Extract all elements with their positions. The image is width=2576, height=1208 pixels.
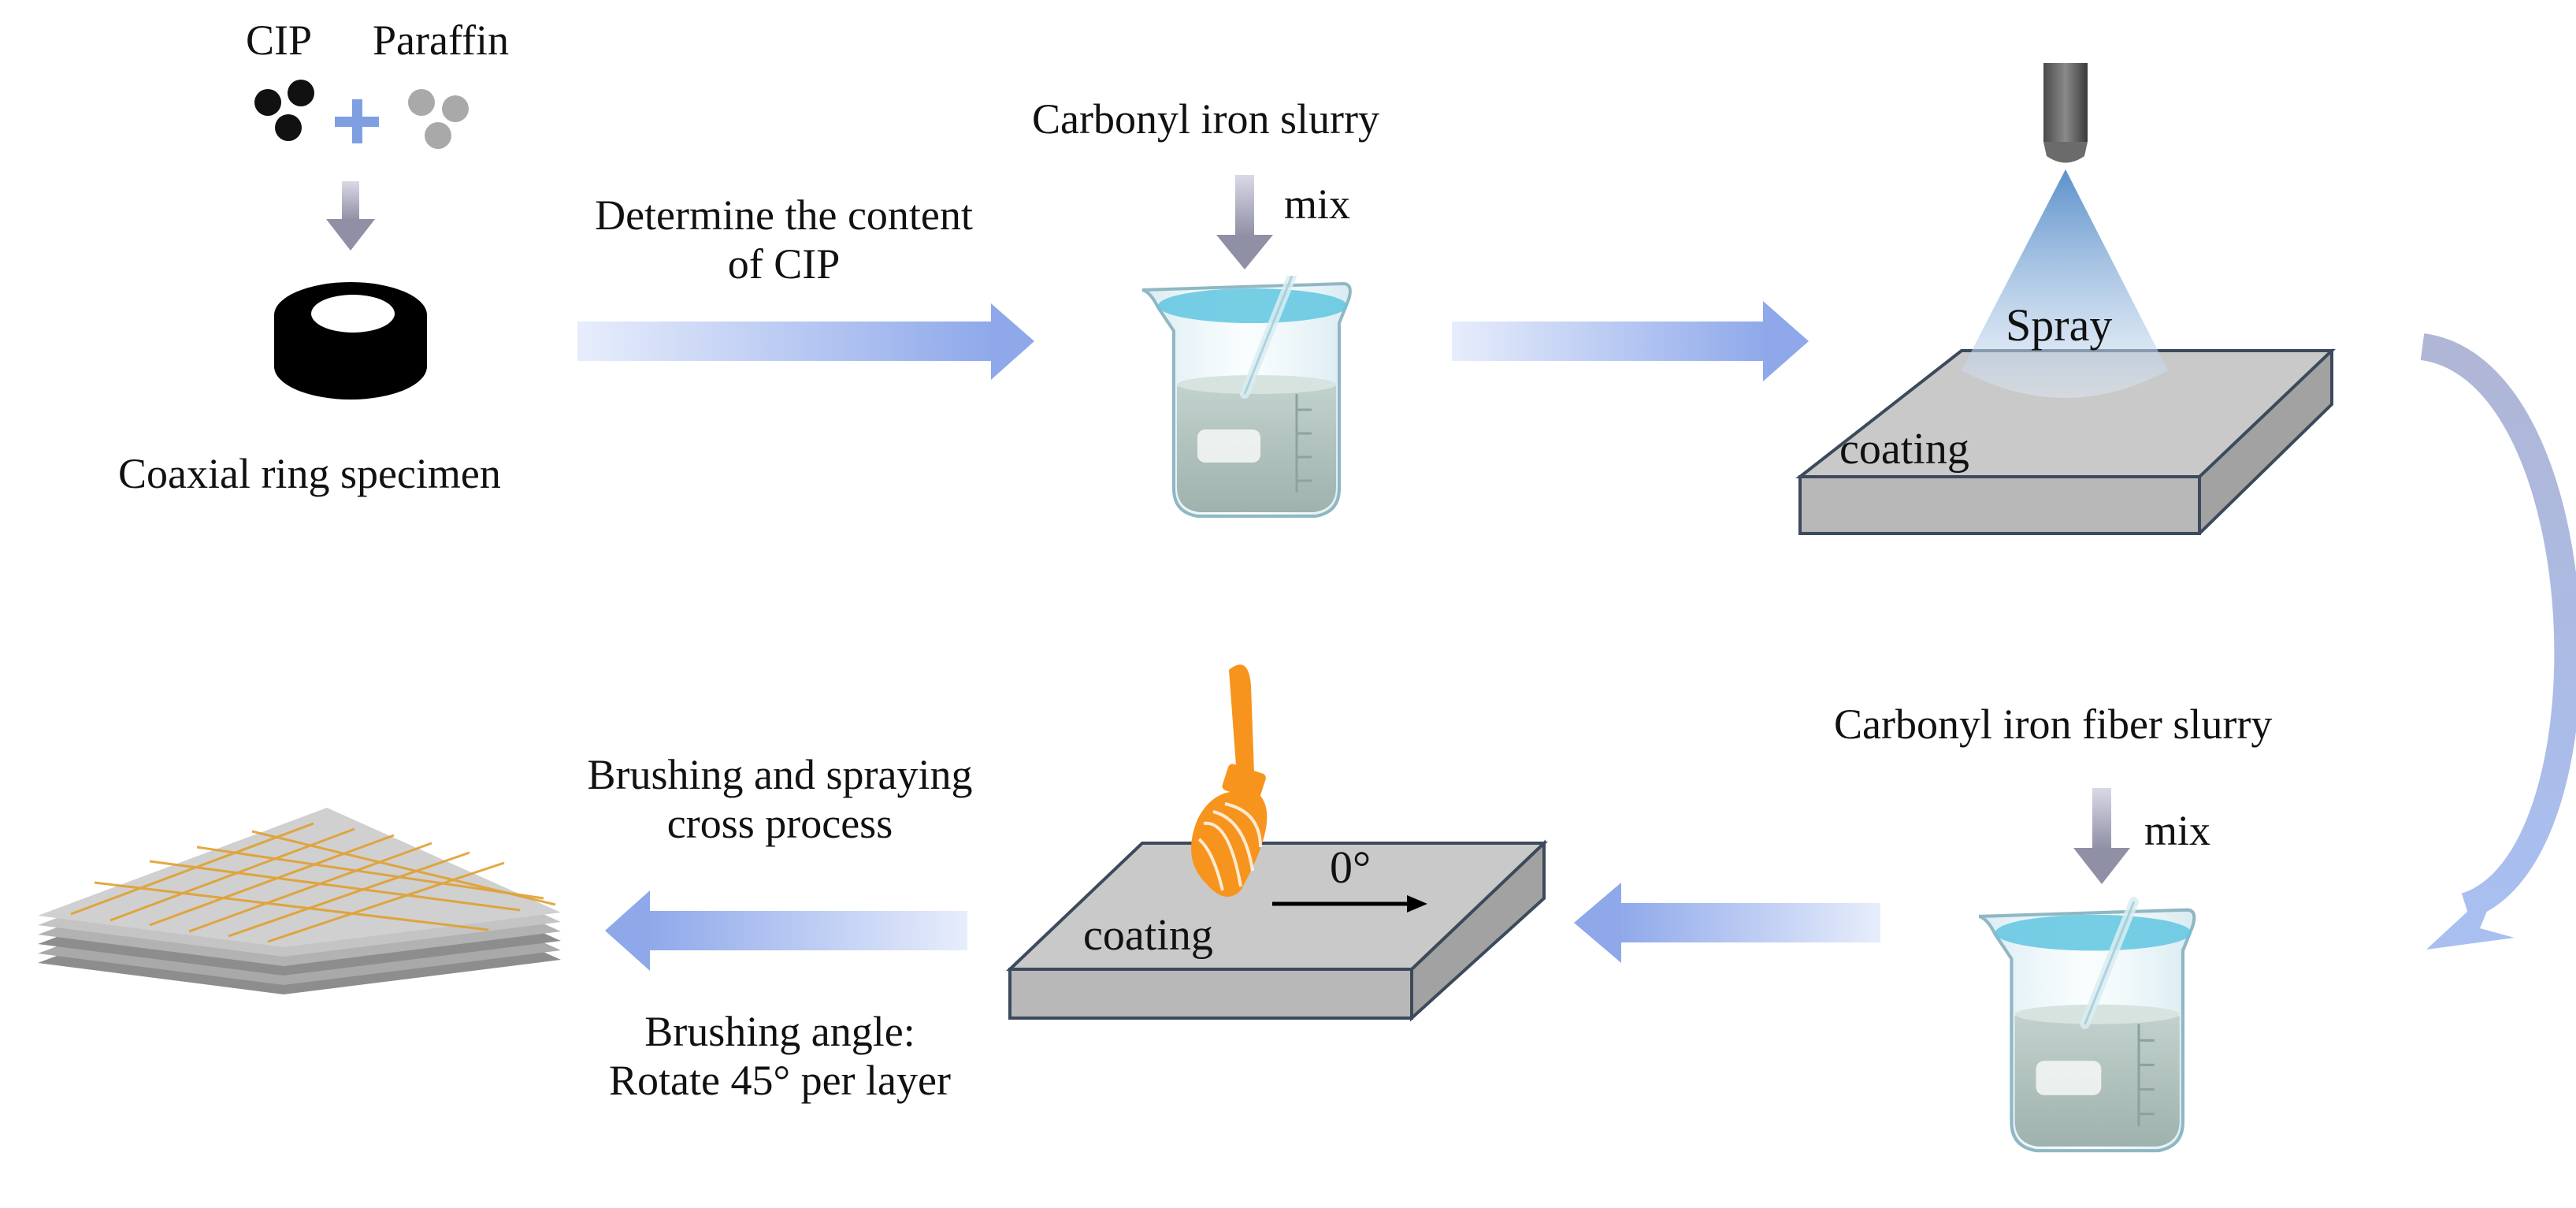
layered-composite-icon (38, 808, 561, 994)
coaxial-ring-icon (274, 282, 427, 400)
spray-nozzle-icon (1962, 63, 2168, 398)
paraffin-particles-icon (408, 89, 469, 149)
spray-label: Spray (2006, 299, 2113, 351)
carbonyl-iron-slurry-label: Carbonyl iron slurry (1032, 95, 1379, 143)
paint-brush-icon (1191, 664, 1268, 897)
brushing-angle-line1: Brushing angle: (644, 1008, 915, 1055)
carbonyl-iron-fiber-slurry-label: Carbonyl iron fiber slurry (1834, 701, 2273, 748)
brushing-process-line2: cross process (666, 800, 893, 848)
arrow-to-carbonyl-slurry (577, 303, 1034, 380)
down-arrow-mix-top (1216, 175, 1273, 269)
brush-plate (1006, 839, 1548, 1022)
direction-arrow (1272, 895, 1427, 913)
down-arrow-cip (326, 181, 375, 251)
down-arrow-mix-bottom (2073, 788, 2130, 884)
arrow-to-composite (605, 890, 967, 971)
determine-content-line2: of CIP (727, 240, 841, 288)
spray-plate (1795, 348, 2336, 536)
cip-label: CIP (246, 17, 313, 64)
coating-top-label: coating (1839, 425, 1969, 474)
brushing-process-line1: Brushing and spraying (587, 751, 973, 798)
coating-bottom-label: coating (1083, 911, 1213, 960)
mix-top-label: mix (1284, 180, 1351, 228)
mix-bottom-label: mix (2144, 807, 2211, 854)
beaker-icon-bottom (1979, 901, 2194, 1150)
arrow-to-spray (1452, 301, 1809, 381)
brushing-angle-label: Brushing angle: Rotate 45° per layer (536, 1007, 1024, 1105)
beaker-icon (1142, 276, 1350, 516)
determine-content-label: Determine the content of CIP (544, 191, 1024, 288)
angle-label: 0° (1330, 842, 1372, 893)
paraffin-label: Paraffin (373, 17, 509, 64)
brushing-process-label: Brushing and spraying cross process (520, 750, 1040, 848)
cip-particles-icon (254, 80, 314, 141)
coaxial-ring-label: Coaxial ring specimen (118, 450, 501, 497)
curved-arrow-down (2420, 333, 2576, 950)
brushing-angle-line2: Rotate 45° per layer (609, 1057, 951, 1105)
determine-content-line1: Determine the content (595, 191, 973, 239)
plus-icon (335, 99, 379, 143)
arrow-to-brush-plate (1574, 883, 1880, 963)
